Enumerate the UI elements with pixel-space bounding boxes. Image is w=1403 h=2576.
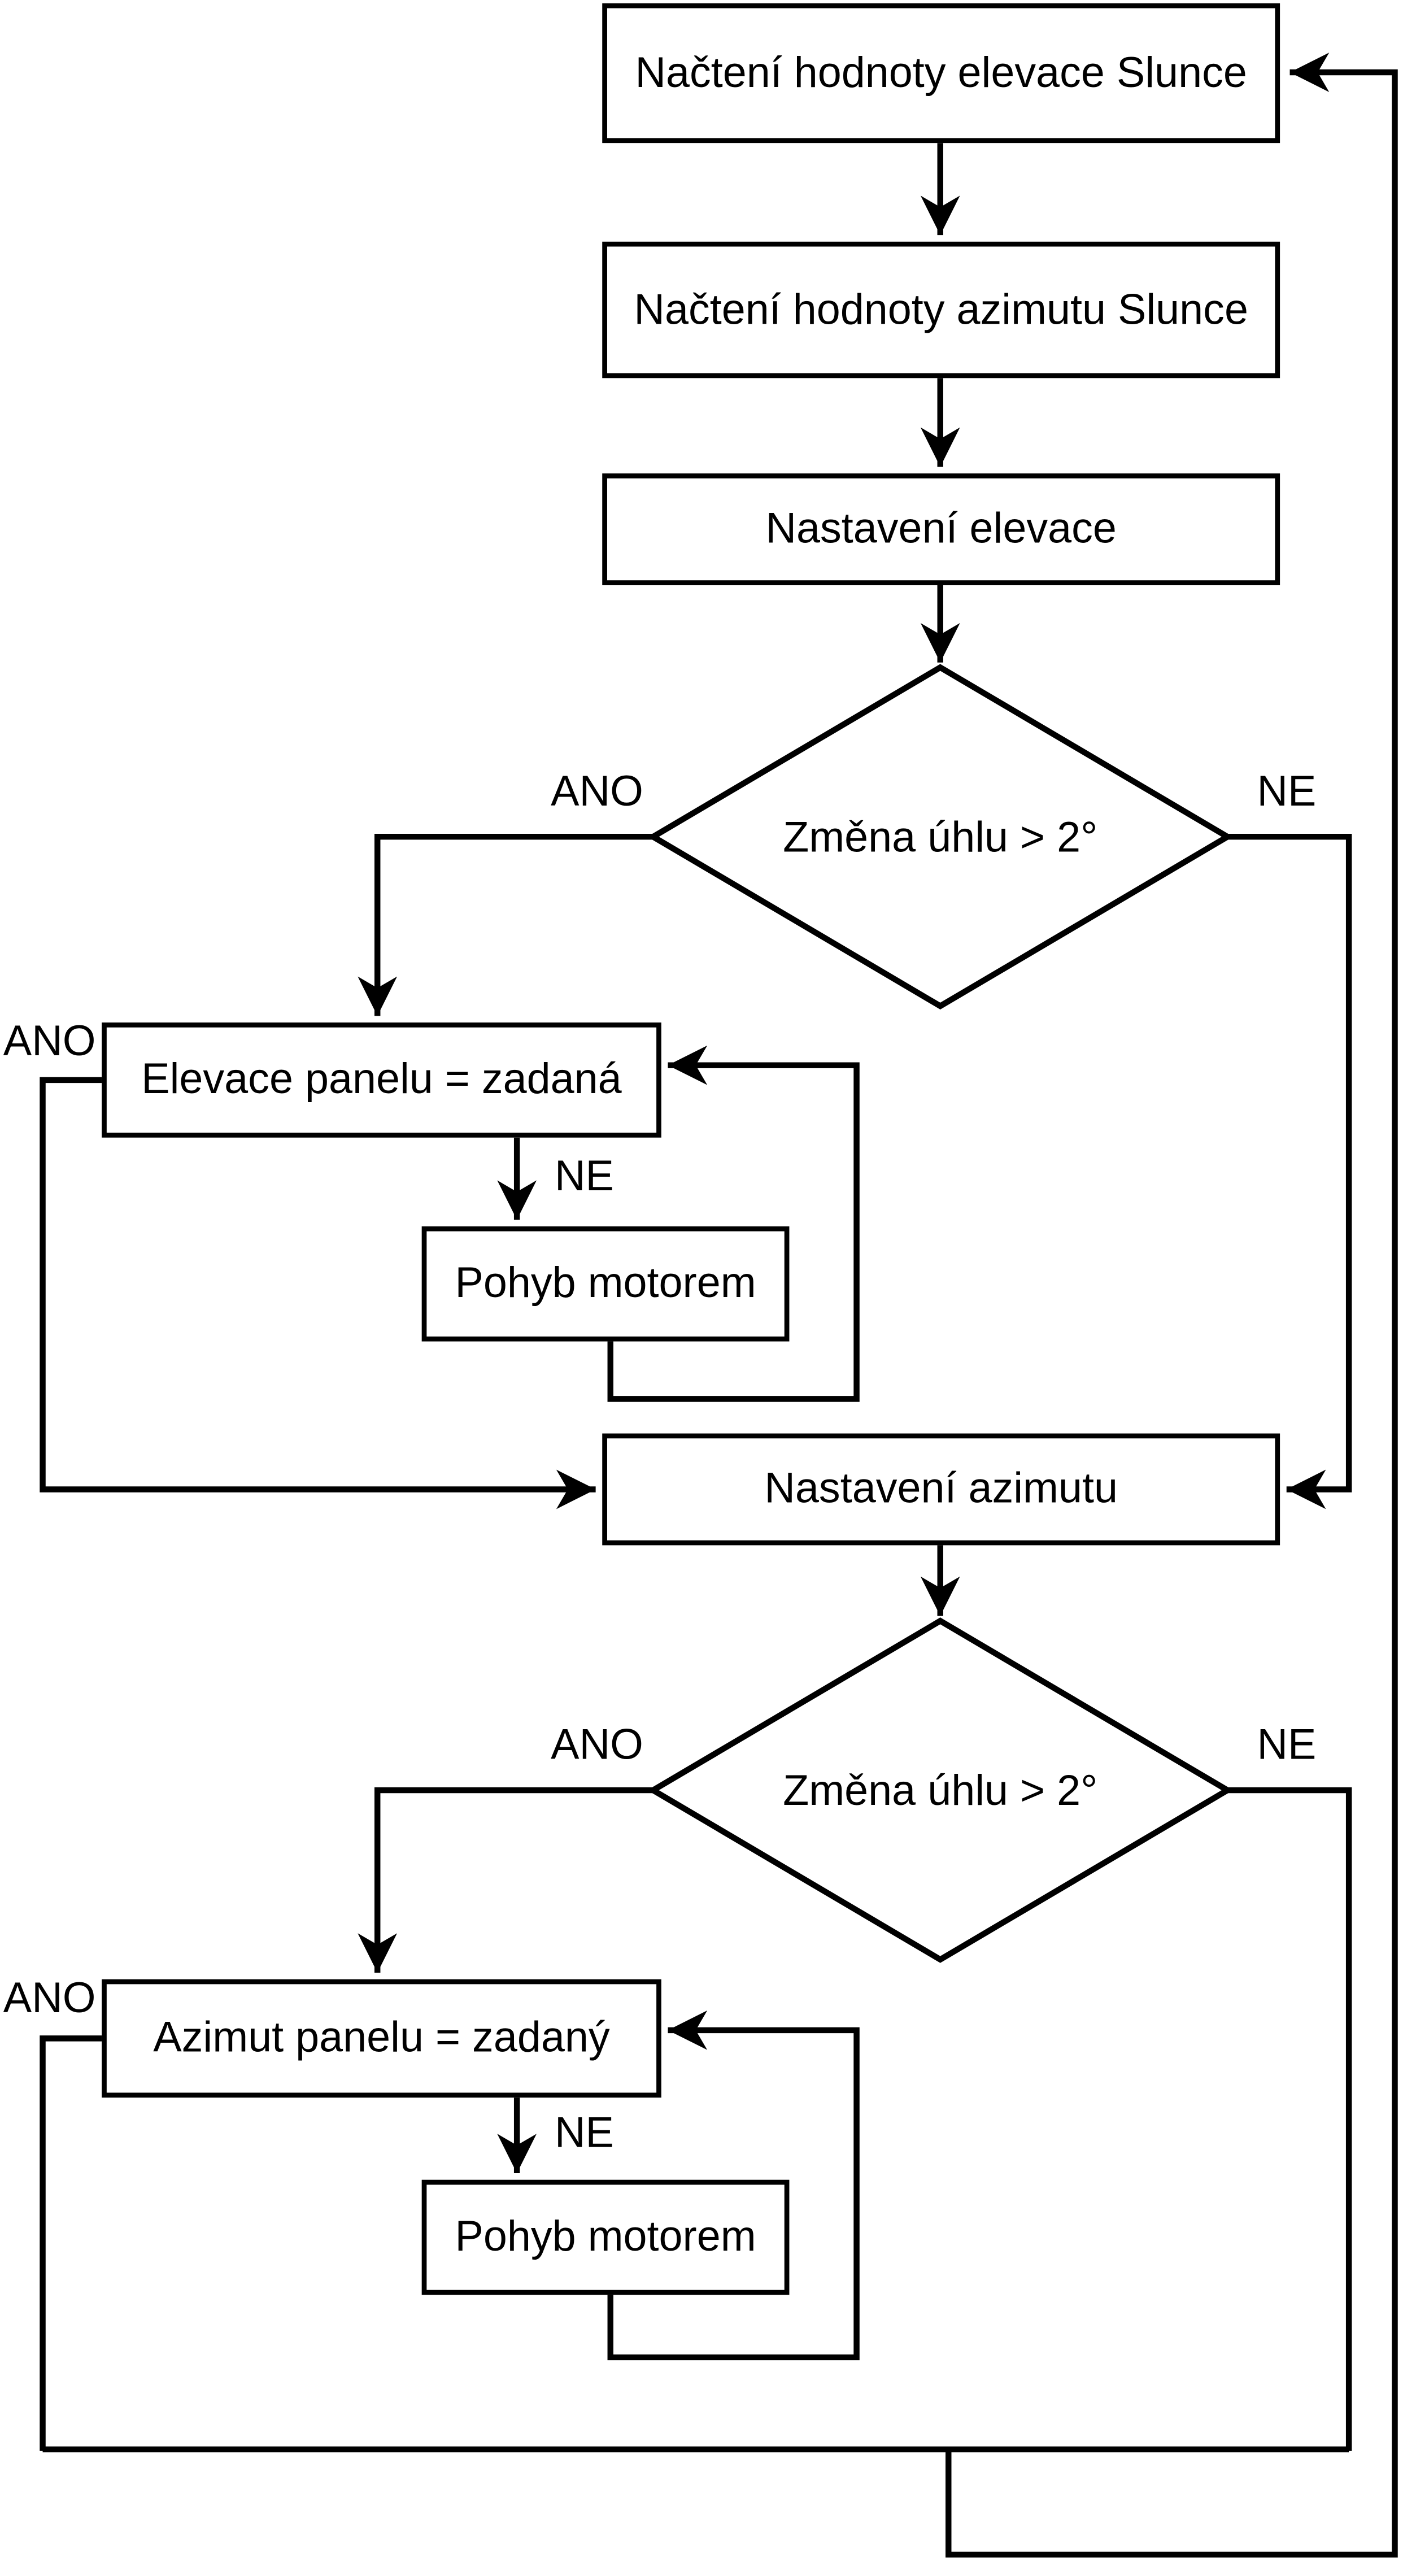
edge-decision-azimuth-yes <box>358 1787 653 1973</box>
label-decision-elevation-ne: NE <box>1257 766 1317 816</box>
label-elevation-loop-ne: NE <box>554 1151 614 1200</box>
node-load-elevation: Načtení hodnoty elevace Slunce <box>602 3 1280 143</box>
label-azimuth-loop-ne: NE <box>554 2107 614 2157</box>
label-decision-elevation-ano: ANO <box>551 766 643 816</box>
node-load-azimuth: Načtení hodnoty azimutu Slunce <box>602 241 1280 378</box>
decision-azimuth-text: Změna úhlu > 2° <box>783 1764 1098 1814</box>
decision-elevation-diamond <box>647 664 1234 1009</box>
decision-azimuth-diamond <box>647 1617 1234 1963</box>
edge-feedback-to-start <box>945 53 1398 2558</box>
label-decision-azimuth-ne: NE <box>1257 1719 1317 1769</box>
node-azimuth-panel-equals: Azimut panelu = zadaný <box>102 1979 661 2098</box>
edge-motor-azimuth-loop-back <box>607 2010 860 2361</box>
edge-decision-elevation-yes <box>358 833 653 1016</box>
node-set-azimuth: Nastavení azimutu <box>602 1433 1280 1546</box>
node-motor-elevation: Pohyb motorem <box>421 1226 790 1342</box>
node-motor-azimuth: Pohyb motorem <box>421 2179 790 2295</box>
label-elevation-loop-ano: ANO <box>3 1016 96 1065</box>
node-set-elevation: Nastavení elevace <box>602 473 1280 585</box>
edge-elevation-check-ano-to-set-azimuth <box>40 1077 596 1509</box>
edge-motor-elevation-loop-back <box>607 1045 860 1402</box>
node-elevation-panel-equals: Elevace panelu = zadaná <box>102 1022 661 1138</box>
decision-elevation-text: Změna úhlu > 2° <box>783 811 1098 861</box>
edge-decision-azimuth-no <box>1227 1787 1352 2451</box>
edge-azimuth-check-ano-down <box>40 2035 102 2451</box>
edge-decision-elevation-no <box>1227 833 1352 1509</box>
label-azimuth-loop-ano: ANO <box>3 1973 96 2022</box>
label-decision-azimuth-ano: ANO <box>551 1719 643 1769</box>
